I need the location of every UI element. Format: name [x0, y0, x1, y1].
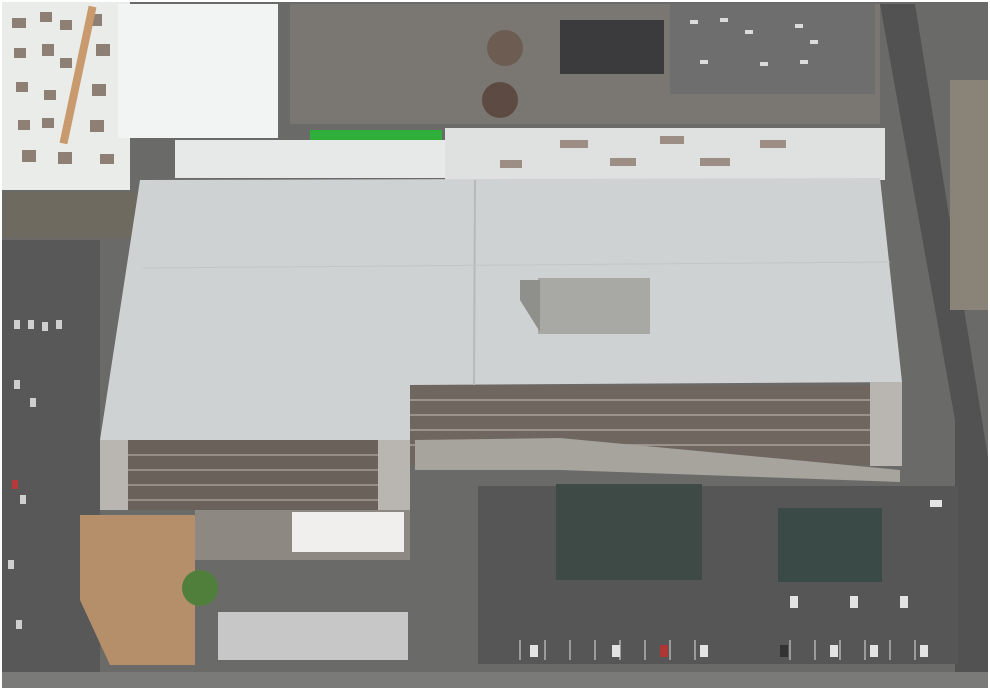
facade-left [100, 440, 410, 510]
annex-roof [175, 140, 445, 178]
roof-hatch-shadow [520, 280, 540, 332]
cars-lot [530, 500, 942, 657]
parking-stripes [519, 640, 916, 660]
roof-seam-2 [142, 261, 891, 269]
tank-2 [482, 82, 518, 118]
shed [218, 612, 408, 660]
tree-1 [182, 570, 218, 606]
cars-left [8, 320, 62, 629]
roof-hatch [538, 278, 650, 334]
cars-top [690, 18, 818, 66]
dark-building [560, 20, 664, 74]
bottom-street [0, 672, 990, 690]
rooftop-units [500, 136, 786, 168]
street-right [880, 4, 990, 690]
retail-building-1 [556, 484, 702, 580]
retail-building-2 [778, 508, 882, 582]
tank-1 [487, 30, 523, 66]
block-right [950, 80, 990, 310]
stair-towers [100, 382, 902, 510]
warehouse-roof [118, 4, 278, 138]
path-orange [59, 5, 97, 145]
white-building [292, 512, 404, 552]
roof-seam [473, 179, 476, 386]
upper-roof [445, 128, 885, 180]
retail-lot [478, 486, 958, 664]
dirt-lot [80, 515, 195, 665]
scaffold-strip [0, 192, 140, 237]
garage-roof [100, 178, 902, 440]
left-lot [0, 240, 100, 680]
lot-top-right [670, 4, 875, 94]
facade-left-floors [100, 454, 410, 501]
ramp [415, 438, 900, 482]
